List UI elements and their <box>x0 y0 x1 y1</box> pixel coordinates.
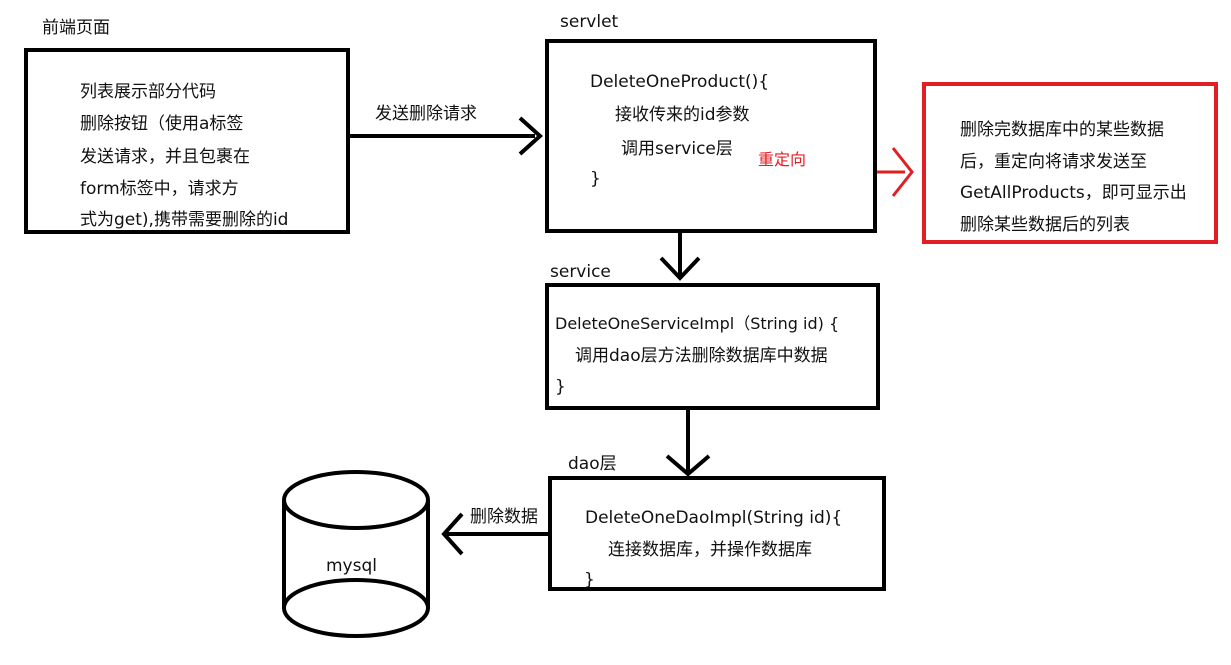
redirect-note-line: 删除某些数据后的列表 <box>960 215 1130 235</box>
redirect-note-box: 删除完数据库中的某些数据 后，重定向将请求发送至 GetAllProducts，… <box>922 82 1218 244</box>
frontend-line: 列表展示部分代码 <box>80 82 216 102</box>
redirect-label: 重定向 <box>758 150 807 169</box>
frontend-line: 删除按钮（使用a标签 <box>80 114 244 134</box>
service-line: DeleteOneServiceImpl（String id) { <box>555 314 840 333</box>
send-request-label: 发送删除请求 <box>375 104 477 124</box>
service-title: service <box>550 262 611 282</box>
dao-title: dao层 <box>568 454 617 474</box>
servlet-line: DeleteOneProduct(){ <box>590 72 770 92</box>
frontend-line: 式为get),携带需要删除的id <box>80 210 289 230</box>
service-box: DeleteOneServiceImpl（String id) { 调用dao层… <box>545 283 880 410</box>
servlet-line: } <box>590 169 601 189</box>
servlet-title: servlet <box>560 12 619 32</box>
dao-line: } <box>584 570 595 590</box>
arrow-delete-data <box>441 512 550 556</box>
dao-line: DeleteOneDaoImpl(String id){ <box>585 508 843 528</box>
arrow-send-request <box>350 116 543 156</box>
servlet-box: DeleteOneProduct(){ 接收传来的id参数 调用service层… <box>545 39 877 233</box>
redirect-note-line: 删除完数据库中的某些数据 <box>960 120 1164 140</box>
frontend-title: 前端页面 <box>42 18 110 38</box>
frontend-line: form标签中，请求方 <box>80 179 239 199</box>
frontend-box: 列表展示部分代码 删除按钮（使用a标签 发送请求，并且包裹在 form标签中，请… <box>24 48 350 234</box>
service-line: } <box>555 377 566 397</box>
dao-box: DeleteOneDaoImpl(String id){ 连接数据库，并操作数据… <box>548 476 886 591</box>
frontend-line: 发送请求，并且包裹在 <box>80 147 250 167</box>
database-label: mysql <box>326 556 377 576</box>
database-cylinder <box>282 470 430 638</box>
servlet-line: 接收传来的id参数 <box>615 105 750 125</box>
dao-line: 连接数据库，并操作数据库 <box>608 540 812 560</box>
redirect-note-line: GetAllProducts，即可显示出 <box>960 183 1187 203</box>
delete-data-label: 删除数据 <box>470 507 538 527</box>
service-line: 调用dao层方法删除数据库中数据 <box>575 346 828 366</box>
redirect-note-line: 后，重定向将请求发送至 <box>960 152 1147 172</box>
servlet-line: 调用service层 <box>621 139 733 159</box>
